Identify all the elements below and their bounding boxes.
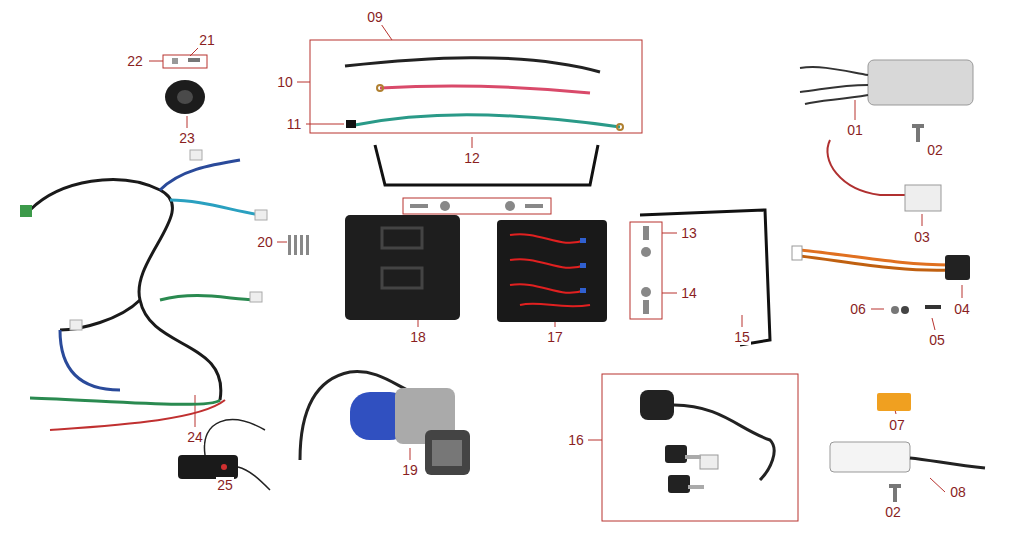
small-parts [830,393,985,502]
callout-number: 11 [286,116,303,132]
callout-number: 16 [567,432,585,448]
callout-number: 21 [198,32,216,48]
frame [630,222,662,319]
frame [163,55,207,68]
callout-number: 10 [276,74,294,90]
callout-number: 18 [409,329,427,345]
callout-number: 23 [178,130,196,146]
callout-number: 09 [366,9,384,25]
callout-number: 04 [953,301,971,317]
throttle-wires [792,246,970,314]
callout-number: 22 [126,53,144,69]
group-frames [163,40,798,521]
controller [800,60,973,211]
motor [300,372,470,475]
callout-number: 07 [888,417,906,433]
frame [602,374,798,521]
frame [310,40,642,133]
callout-number: 03 [913,229,931,245]
horn [165,58,205,114]
callout-number: 24 [186,429,204,445]
callout-number: 13 [680,225,698,241]
key-switch [640,390,774,493]
cables [345,58,623,130]
callout-number: 12 [463,150,481,166]
callout-number: 02 [884,504,902,520]
callout-number: 19 [401,462,419,478]
leader-lines [149,24,962,492]
battery-boxes [345,215,607,322]
frame [403,198,551,214]
callout-number: 25 [216,477,234,493]
wiring-harness [20,150,267,430]
callout-number: 15 [733,329,751,345]
callout-number: 08 [949,484,967,500]
callout-number: 02 [926,142,944,158]
callout-number: 20 [256,234,274,250]
callout-number: 01 [846,122,864,138]
callout-number: 17 [546,329,564,345]
callout-number: 14 [680,285,698,301]
callout-number: 05 [928,332,946,348]
callout-number: 06 [849,301,867,317]
